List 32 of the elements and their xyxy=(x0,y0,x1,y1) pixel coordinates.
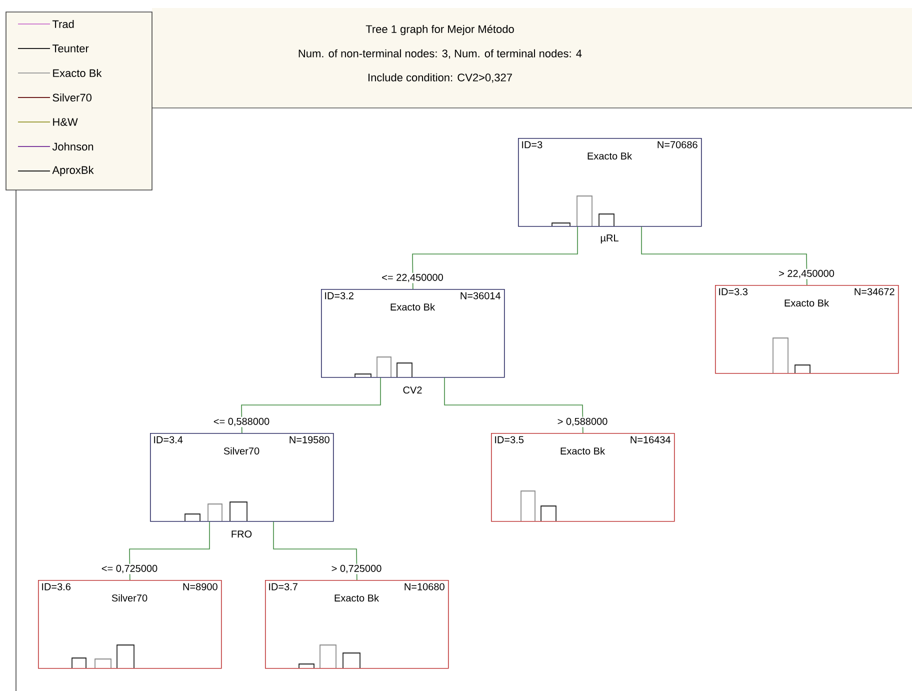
legend-label: Johnson xyxy=(52,142,94,151)
subtitle: Include condition: CV2>0,327 xyxy=(368,73,512,83)
split-condition: <= 0,725000 xyxy=(100,564,159,574)
legend-label: Teunter xyxy=(52,44,89,52)
split-condition: <= 22,450000 xyxy=(380,272,444,284)
tree-node-box: ID=3.5 N=16434 Exacto Bk xyxy=(491,433,675,522)
legend-label: Silver70 xyxy=(52,93,92,102)
split-condition: <= 0,588000 xyxy=(212,416,271,428)
legend-label: Trad xyxy=(52,20,74,28)
tree-node-box: ID=3.3 N=34672 Exacto Bk xyxy=(715,285,899,374)
split-variable: CV2 xyxy=(402,385,424,395)
split-line xyxy=(412,226,578,290)
subtitle: Num. of non-terminal nodes: 3, Num. of terminal nodes: 4 xyxy=(298,49,582,59)
tree-node-box: ID=3.6 N=8900 Silver70 xyxy=(38,580,222,669)
split-line xyxy=(641,226,808,286)
split-variable: µRL xyxy=(599,234,620,244)
split-condition: > 0,725000 xyxy=(330,564,383,574)
split-condition: > 22,450000 xyxy=(778,268,836,280)
split-condition: > 0,588000 xyxy=(556,416,609,428)
split-line xyxy=(273,521,358,580)
tree-node-box: ID=3.2 N=36014 Exacto Bk xyxy=(321,289,505,378)
tree-node-box: ID=3.4 N=19580 Silver70 xyxy=(150,433,334,522)
split-line xyxy=(241,377,381,434)
title: Tree 1 graph for Mejor Método xyxy=(366,24,514,36)
split-variable: FRO xyxy=(230,529,254,539)
tree-node-box: ID=3.7 N=10680 Exacto Bk xyxy=(265,580,449,669)
split-line xyxy=(444,377,584,434)
legend-label: Exacto Bk xyxy=(53,68,102,78)
split-line xyxy=(129,521,210,580)
legend-label: AproxBk xyxy=(52,166,94,176)
legend-label: H&W xyxy=(53,118,78,126)
tree-node-box: ID=3 N=70686 Exacto Bk xyxy=(518,138,702,227)
